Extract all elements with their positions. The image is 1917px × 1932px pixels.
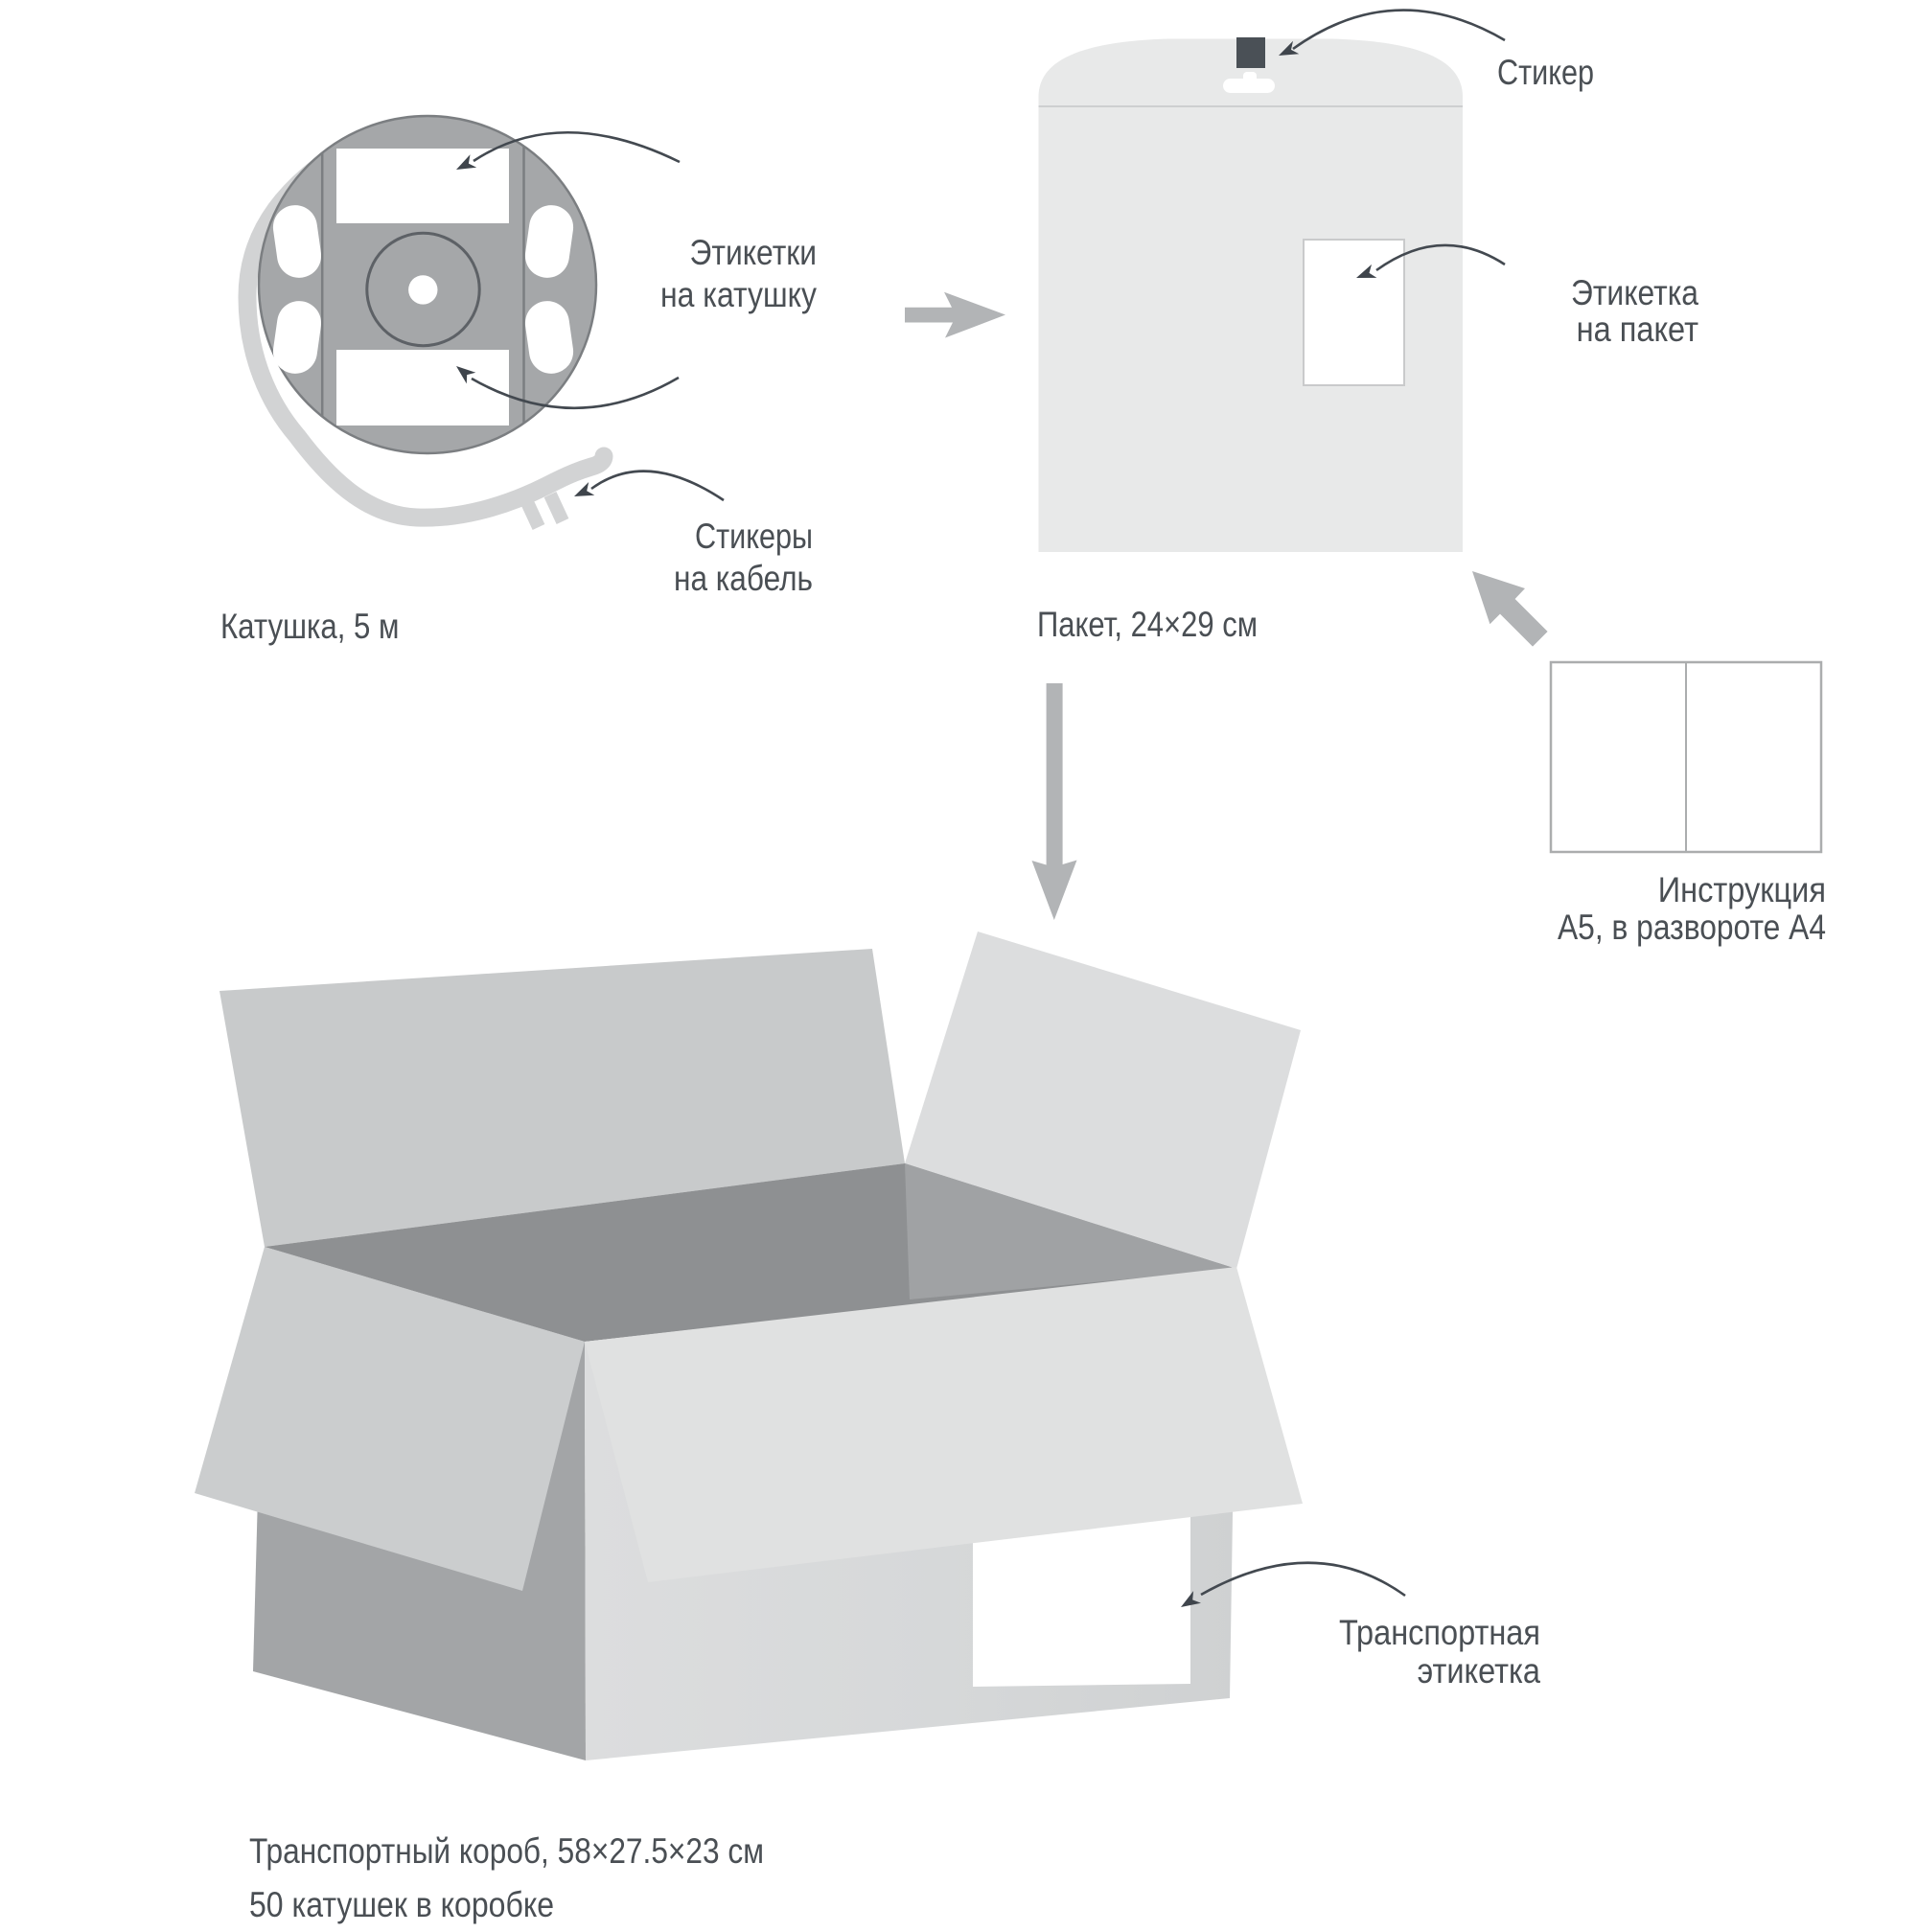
svg-text:этикетка: этикетка [1418,1651,1541,1690]
svg-text:50 катушек в коробке: 50 катушек в коробке [249,1885,554,1924]
svg-text:на катушку: на катушку [660,275,817,314]
svg-text:Пакет, 24×29 см: Пакет, 24×29 см [1037,605,1258,644]
svg-text:Транспортный короб, 58×27.5×23: Транспортный короб, 58×27.5×23 см [249,1831,764,1871]
svg-text:Транспортная: Транспортная [1339,1613,1540,1652]
svg-text:на пакет: на пакет [1577,310,1698,349]
svg-text:А5, в развороте А4: А5, в развороте А4 [1558,908,1826,947]
svg-text:Этикетки: Этикетки [690,233,818,272]
svg-text:Стикер: Стикер [1497,53,1594,92]
svg-text:на кабель: на кабель [674,559,813,598]
svg-text:Катушка, 5 м: Катушка, 5 м [220,607,400,646]
svg-text:Этикетка: Этикетка [1571,273,1698,312]
svg-text:Инструкция: Инструкция [1658,870,1826,909]
svg-text:Стикеры: Стикеры [695,517,813,556]
